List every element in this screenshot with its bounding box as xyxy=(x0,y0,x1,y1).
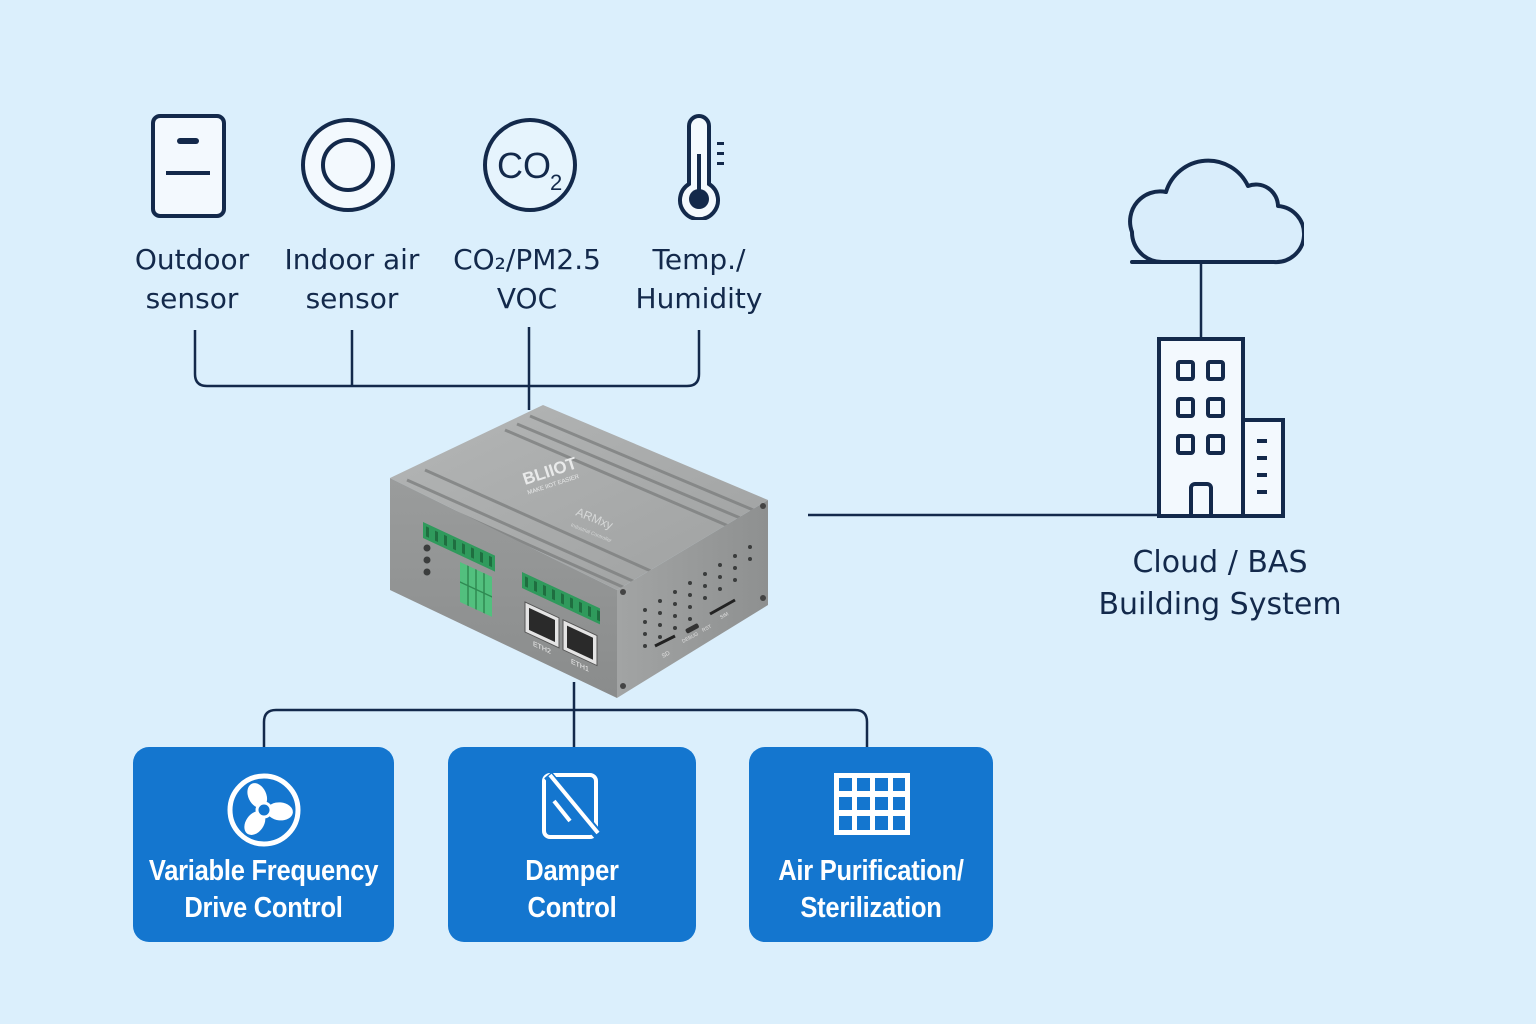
output-label-line2: Drive Control xyxy=(184,892,343,924)
output-vfd-label: Variable Frequency Drive Control xyxy=(149,853,379,927)
output-damper-control[interactable]: Damper Control xyxy=(448,747,696,942)
led-indicator xyxy=(423,556,431,564)
bas-label: Cloud / BAS Building System xyxy=(1098,542,1341,626)
output-label-line2: Sterilization xyxy=(800,892,942,924)
sensor-label-temperature: Temp./ Humidity xyxy=(636,240,763,318)
sensor-label-line2: sensor xyxy=(305,282,399,315)
building-icon xyxy=(1157,337,1285,518)
sensor-label-outdoor: Outdoor sensor xyxy=(135,240,249,318)
led-indicator xyxy=(423,568,431,576)
thermometer-icon xyxy=(678,114,724,220)
sd-slot[interactable] xyxy=(654,634,676,648)
sensor-label-line1: Outdoor xyxy=(134,243,250,276)
terminal-block-top[interactable] xyxy=(423,522,495,572)
debug-port[interactable] xyxy=(685,623,700,634)
bas-label-line1: Cloud / BAS xyxy=(1132,545,1308,580)
screw xyxy=(760,503,766,509)
damper-icon xyxy=(542,771,604,841)
sensor-label-line2: Humidity xyxy=(635,282,763,315)
output-label-line1: Air Purification/ xyxy=(778,855,964,887)
indoor-air-sensor-icon xyxy=(301,118,395,212)
output-vfd-control[interactable]: Variable Frequency Drive Control xyxy=(133,747,394,942)
device-front-face xyxy=(390,478,617,698)
co2-icon-text: CO xyxy=(497,145,551,186)
rst-label: RST xyxy=(701,624,713,634)
output-air-purification[interactable]: Air Purification/ Sterilization xyxy=(749,747,993,942)
sensor-label-co2: CO₂/PM2.5 VOC xyxy=(453,240,601,318)
fan-icon xyxy=(227,773,301,847)
sensor-label-line2: sensor xyxy=(145,282,239,315)
sensor-label-line1: Indoor air xyxy=(284,243,420,276)
device-top-face xyxy=(390,405,768,590)
output-label-line1: Variable Frequency xyxy=(148,855,379,887)
sensor-label-line2: VOC xyxy=(496,282,558,315)
sim-slot[interactable] xyxy=(709,598,736,616)
outdoor-sensor-icon xyxy=(151,114,226,218)
screw xyxy=(620,683,626,689)
output-label-line1: Damper xyxy=(525,855,619,887)
output-bus-line xyxy=(262,708,869,748)
device-side-face xyxy=(617,500,768,698)
screw xyxy=(760,595,766,601)
vent-holes xyxy=(643,545,752,648)
bas-label-line2: Building System xyxy=(1098,587,1342,622)
sensor-label-line1: Temp./ xyxy=(652,243,746,276)
co2-icon-subscript: 2 xyxy=(550,170,562,195)
led-indicator xyxy=(423,544,431,552)
sensor-label-line1: CO₂/PM2.5 xyxy=(453,243,601,276)
output-damper-label: Damper Control xyxy=(463,853,681,927)
sd-label: SD xyxy=(661,650,672,660)
controller-device[interactable]: BLIIOT MAKE IIOT EASIER ARMxy Industrial… xyxy=(385,400,775,700)
sensor-bus-line xyxy=(193,330,701,388)
screw xyxy=(620,589,626,595)
co2-icon: CO 2 xyxy=(483,118,577,212)
output-label-line2: Control xyxy=(527,892,617,924)
sim-label: SIM xyxy=(719,611,730,620)
output-air-purification-label: Air Purification/ Sterilization xyxy=(764,853,979,927)
cloud-icon xyxy=(1128,158,1304,265)
filter-grid-icon xyxy=(834,773,910,835)
sensor-label-indoor: Indoor air sensor xyxy=(285,240,420,318)
